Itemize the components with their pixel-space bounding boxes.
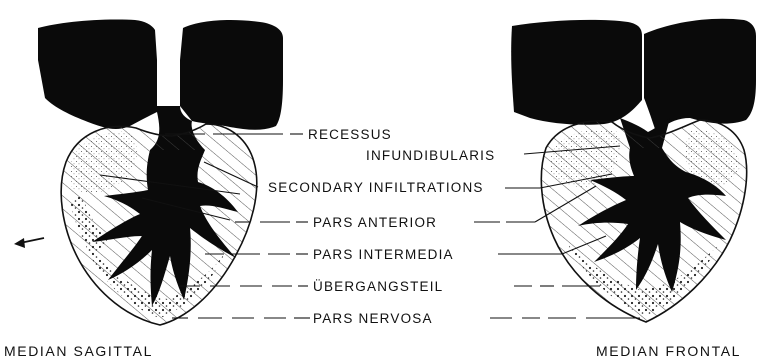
right-brain-block-right	[644, 19, 756, 132]
label-pars-nervosa: PARS NERVOSA	[313, 311, 433, 326]
caption-median-frontal: MEDIAN FRONTAL	[596, 343, 741, 359]
label-pars-anterior: PARS ANTERIOR	[313, 215, 437, 230]
left-brain-block-right	[180, 20, 283, 130]
right-figure-frontal	[511, 19, 756, 322]
label-recessus: RECESSUS	[308, 127, 392, 142]
right-brain-block-left	[511, 20, 642, 125]
left-direction-arrow	[14, 238, 44, 248]
label-infundibularis: INFUNDIBULARIS	[366, 148, 495, 163]
label-ubergangsteil: ÜBERGANGSTEIL	[313, 279, 443, 294]
caption-median-sagittal: MEDIAN SAGITTAL	[4, 343, 153, 359]
left-figure-sagittal	[14, 19, 283, 325]
left-brain-block-left	[38, 19, 157, 128]
label-pars-intermedia: PARS INTERMEDIA	[313, 247, 454, 262]
label-secondary-infiltrations: SECONDARY INFILTRATIONS	[268, 180, 484, 195]
